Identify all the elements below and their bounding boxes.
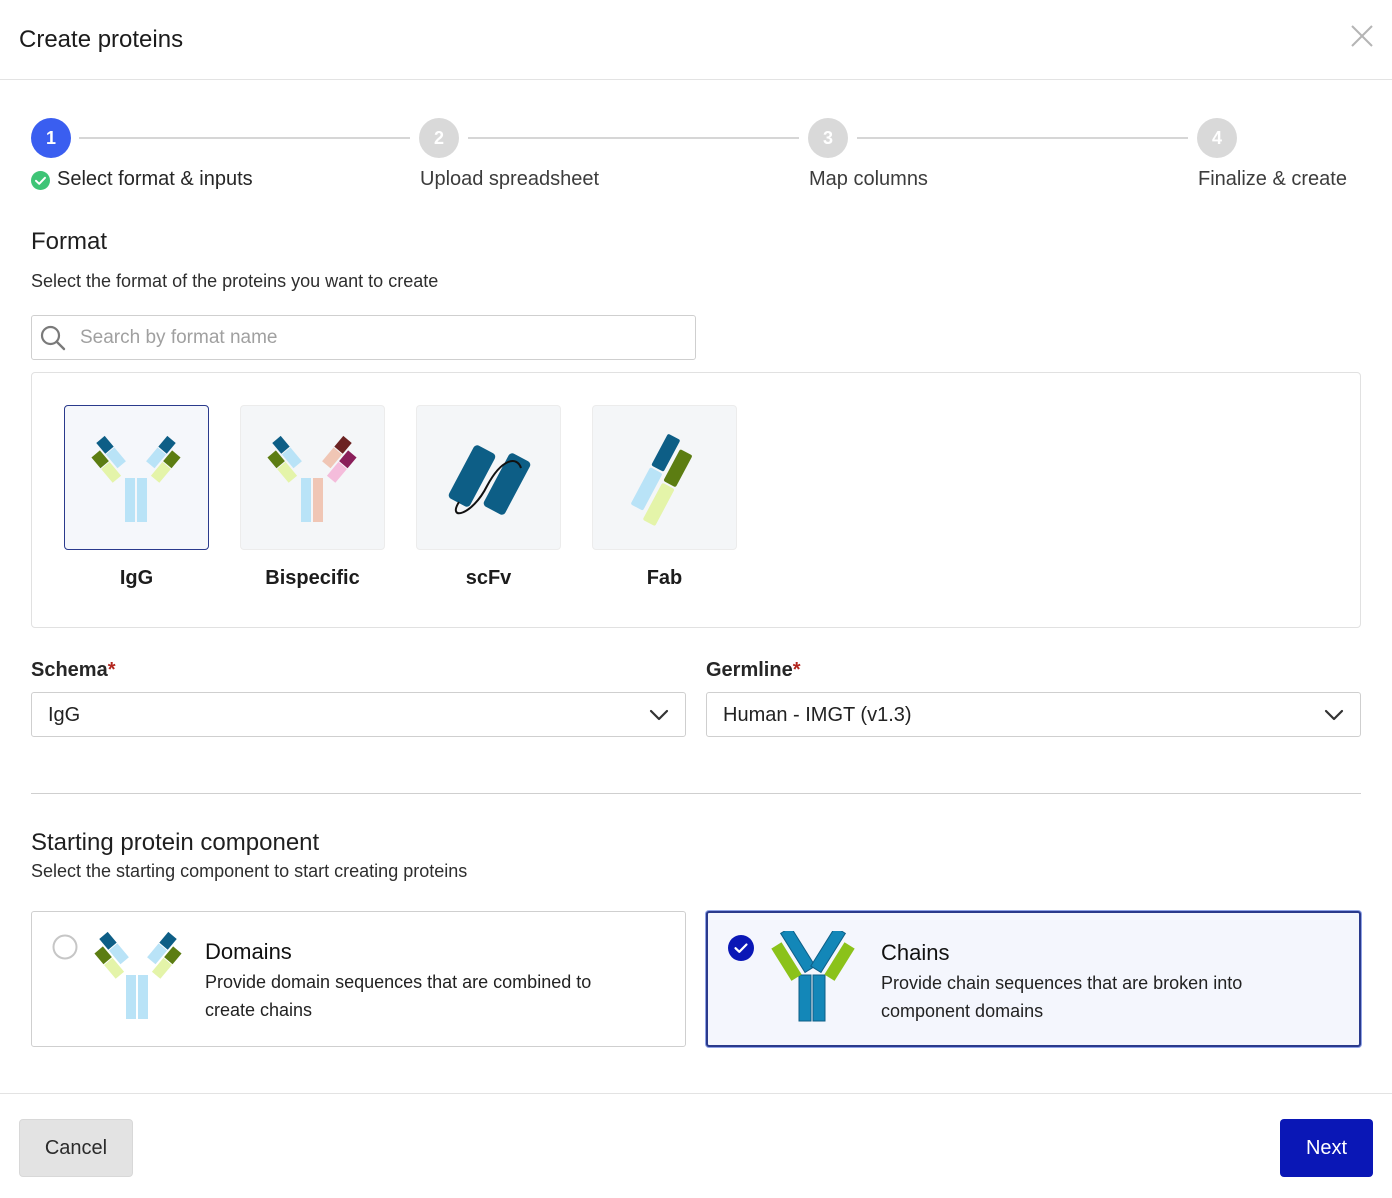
format-option-bispecific[interactable]	[240, 405, 385, 550]
cancel-button[interactable]: Cancel	[19, 1119, 133, 1177]
close-icon[interactable]	[1348, 22, 1376, 50]
bispecific-icon	[267, 435, 357, 522]
domains-icon	[94, 931, 182, 1019]
next-button[interactable]: Next	[1280, 1119, 1373, 1177]
germline-value: Human - IMGT (v1.3)	[723, 704, 912, 726]
schema-label: Schema*	[31, 659, 116, 682]
dialog-title: Create proteins	[19, 26, 184, 53]
chains-description: Provide chain sequences that are broken …	[881, 973, 1243, 1021]
format-label-igg: IgG	[119, 567, 154, 589]
scfv-icon	[448, 445, 531, 515]
component-title: Starting protein component	[31, 829, 320, 856]
domains-description: Provide domain sequences that are combin…	[205, 972, 592, 1020]
fab-icon	[631, 434, 692, 526]
format-option-igg[interactable]	[64, 405, 209, 550]
chevron-down-icon	[1324, 709, 1344, 721]
schema-value: IgG	[48, 704, 81, 726]
domains-title: Domains	[205, 939, 292, 964]
step-4-label: Finalize & create	[1198, 168, 1347, 190]
format-label-fab: Fab	[646, 567, 683, 589]
germline-label: Germline*	[706, 659, 801, 682]
format-title: Format	[31, 228, 108, 255]
chains-title: Chains	[881, 940, 950, 965]
step-2-indicator: 2	[419, 118, 459, 158]
dialog-header: Create proteins	[0, 0, 1392, 80]
component-subtitle: Select the starting component to start c…	[31, 861, 468, 881]
component-option-chains[interactable]: Chains Provide chain sequences that are …	[706, 911, 1361, 1047]
format-label-bispecific: Bispecific	[265, 567, 360, 589]
format-subtitle: Select the format of the proteins you wa…	[31, 271, 439, 291]
germline-select[interactable]: Human - IMGT (v1.3)	[706, 692, 1361, 737]
schema-select[interactable]: IgG	[31, 692, 686, 737]
step-2-label: Upload spreadsheet	[420, 168, 600, 190]
required-mark: *	[792, 659, 801, 681]
search-icon	[40, 325, 66, 351]
search-input[interactable]	[80, 316, 680, 359]
radio-empty-icon	[52, 934, 78, 960]
step-3-label: Map columns	[809, 168, 928, 190]
schema-label-text: Schema	[31, 659, 108, 681]
format-label-scfv: scFv	[465, 567, 512, 589]
chevron-down-icon	[649, 709, 669, 721]
format-options-panel: IgG Bispecific	[31, 372, 1361, 628]
step-1-indicator: 1	[31, 118, 71, 158]
format-option-fab[interactable]	[592, 405, 737, 550]
step-3-indicator: 3	[808, 118, 848, 158]
igg-icon	[91, 435, 181, 522]
step-4-indicator: 4	[1197, 118, 1237, 158]
step-1-label: Select format & inputs	[57, 168, 253, 190]
component-option-domains[interactable]: Domains Provide domain sequences that ar…	[31, 911, 686, 1047]
step-connector	[857, 137, 1188, 139]
step-connector	[468, 137, 799, 139]
germline-label-text: Germline	[706, 659, 793, 681]
format-search	[31, 315, 696, 360]
format-option-scfv[interactable]	[416, 405, 561, 550]
section-divider	[31, 793, 1361, 794]
check-circle-icon	[728, 935, 754, 961]
step-connector	[79, 137, 410, 139]
dialog-footer: Cancel Next	[0, 1093, 1392, 1198]
required-mark: *	[107, 659, 116, 681]
check-circle-icon	[31, 171, 50, 190]
chains-icon	[771, 931, 855, 1022]
